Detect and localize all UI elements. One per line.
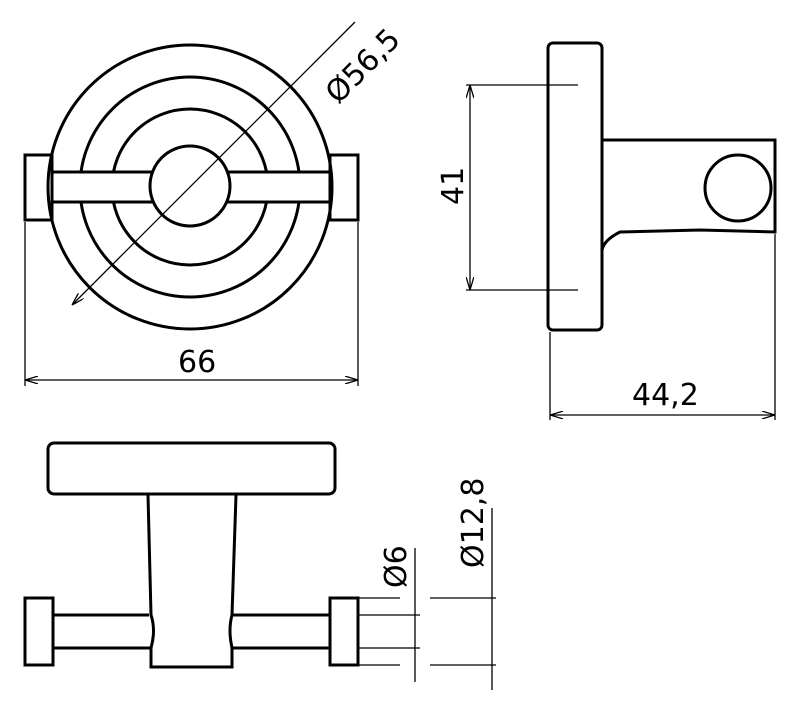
center-post-circle [148, 144, 232, 228]
top-plate [46, 441, 337, 496]
right-end-cap [328, 153, 360, 222]
wall-plate [546, 41, 604, 332]
left-end-cap [23, 596, 55, 667]
side-view: 41 44,2 [436, 41, 777, 420]
front-view: Ø56,5 66 [23, 21, 408, 386]
hook-arm [600, 138, 777, 251]
diameter-6-label: Ø6 [379, 545, 414, 588]
diameter-12-8-label: Ø12,8 [456, 478, 491, 568]
height-41-label: 41 [436, 167, 471, 205]
stem [146, 494, 238, 669]
diameter-dimension-line [72, 21, 356, 305]
diameter-56-5-label: Ø56,5 [319, 22, 408, 111]
left-end-cap [23, 153, 54, 222]
end-cap-circle [703, 153, 773, 223]
width-66-label: 66 [178, 345, 216, 380]
outer-plate-circle [46, 43, 334, 331]
top-view: Ø6 Ø12,8 [23, 441, 496, 690]
right-end-cap [328, 596, 360, 667]
depth-44-2-label: 44,2 [632, 378, 699, 413]
